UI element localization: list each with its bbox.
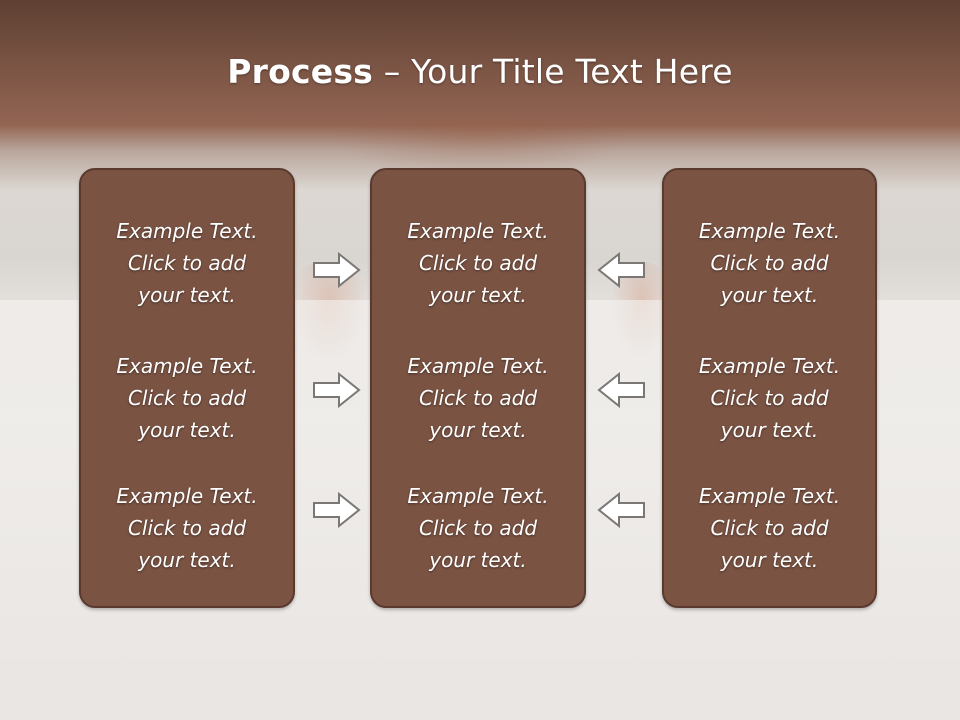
- text-placeholder[interactable]: Example Text. Click to add your text.: [407, 484, 549, 572]
- text-placeholder[interactable]: Example Text. Click to add your text.: [407, 354, 549, 442]
- text-placeholder[interactable]: Example Text. Click to add your text.: [698, 484, 841, 572]
- text-placeholder[interactable]: Example Text. Click to add your text.: [698, 219, 841, 307]
- text-placeholder[interactable]: Example Text. Click to add your text.: [116, 219, 258, 307]
- left-process-box[interactable]: Example Text. Click to add your text. Ex…: [79, 168, 295, 608]
- arrow-right-icon: [312, 372, 362, 408]
- arrow-right-icon: [312, 252, 362, 288]
- text-placeholder[interactable]: Example Text. Click to add your text.: [698, 354, 841, 442]
- slide-title[interactable]: Process – Your Title Text Here: [0, 52, 960, 91]
- arrow-left-icon: [596, 372, 646, 408]
- center-process-box[interactable]: Example Text. Click to add your text. Ex…: [370, 168, 586, 608]
- title-rest-text: – Your Title Text Here: [373, 52, 733, 91]
- right-process-box[interactable]: Example Text. Click to add your text. Ex…: [662, 168, 877, 608]
- text-placeholder[interactable]: Example Text. Click to add your text.: [116, 354, 258, 442]
- arrow-right-icon: [312, 492, 362, 528]
- text-placeholder[interactable]: Example Text. Click to add your text.: [116, 484, 258, 572]
- arrow-left-icon: [596, 492, 646, 528]
- title-bold-text: Process: [227, 52, 374, 91]
- arrow-left-icon: [596, 252, 646, 288]
- text-placeholder[interactable]: Example Text. Click to add your text.: [407, 219, 549, 307]
